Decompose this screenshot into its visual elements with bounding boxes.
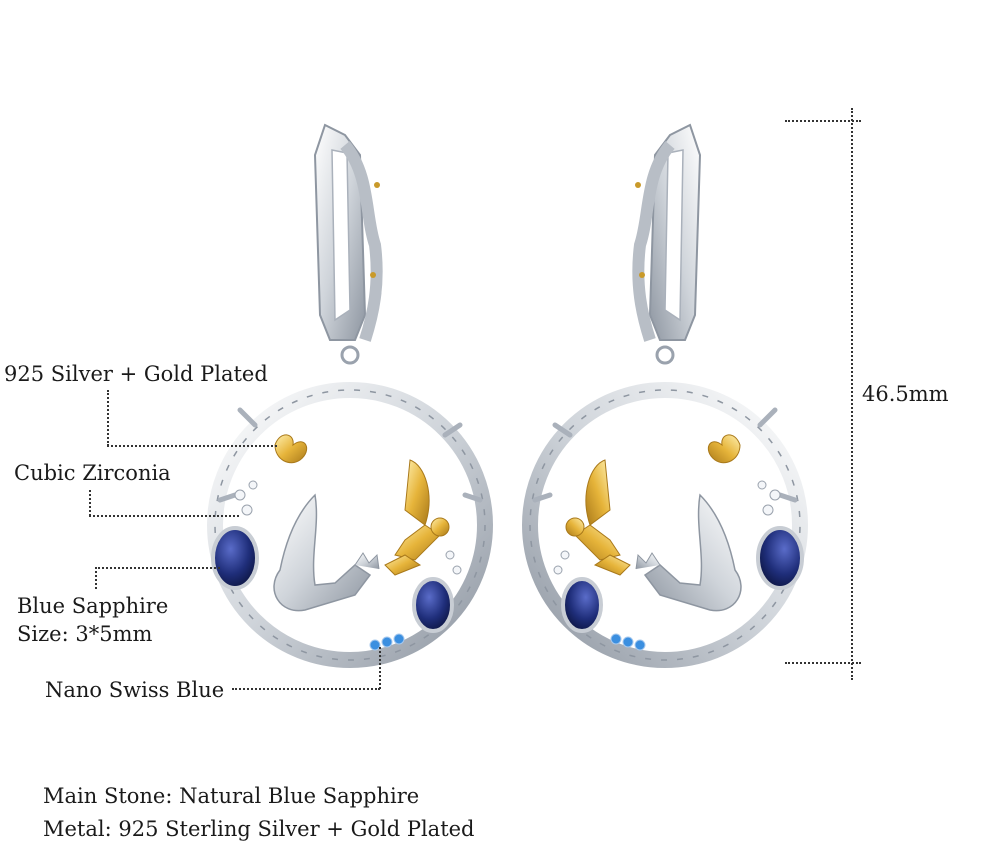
spec-main-stone: Main Stone: Natural Blue Sapphire	[43, 784, 420, 808]
leader-blue-sapphire-horizontal	[95, 567, 220, 569]
leader-silver-gold-horizontal	[107, 445, 277, 447]
label-blue-sapphire: Blue Sapphire	[17, 594, 169, 618]
label-size: Size: 3*5mm	[17, 622, 153, 646]
label-nano-swiss-blue: Nano Swiss Blue	[45, 678, 225, 702]
leader-silver-gold-vertical	[107, 390, 109, 446]
spec-metal: Metal: 925 Sterling Silver + Gold Plated	[43, 817, 475, 841]
dimension-bottom-line	[785, 662, 861, 664]
dimension-height-label: 46.5mm	[862, 382, 949, 406]
label-cubic-zirconia: Cubic Zirconia	[14, 461, 171, 485]
right-earring-image	[522, 123, 808, 668]
leader-cubic-zirconia-horizontal	[89, 515, 239, 517]
dimension-top-line	[785, 120, 861, 122]
leader-cubic-zirconia-vertical	[89, 490, 91, 516]
dimension-vertical-line	[851, 108, 853, 680]
left-earring-image	[207, 123, 493, 668]
leader-nano-swiss-blue-vertical	[379, 647, 381, 689]
leader-blue-sapphire-vertical	[95, 567, 97, 589]
leader-nano-swiss-blue-horizontal	[232, 688, 380, 690]
label-silver-gold: 925 Silver + Gold Plated	[4, 362, 268, 386]
